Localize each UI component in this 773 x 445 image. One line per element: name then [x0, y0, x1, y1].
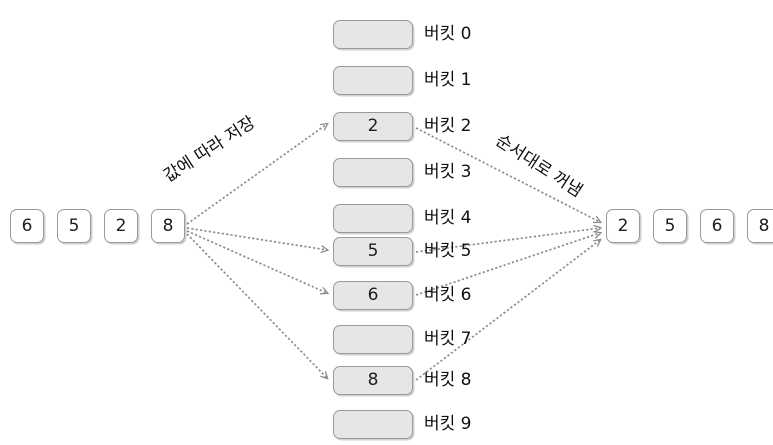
output-cell[interactable]: 2 [606, 209, 640, 243]
wire-input-to-bucket-5 [186, 227, 327, 250]
bucket-label-3: 버킷 3 [424, 162, 472, 182]
bucket-slot-8[interactable]: 8 [333, 366, 413, 395]
bucket-slot-7[interactable] [333, 325, 413, 354]
bucket-label-9: 버킷 9 [424, 414, 472, 434]
bucket-slot-2[interactable]: 2 [333, 112, 413, 141]
bucket-label-1: 버킷 1 [424, 70, 472, 90]
bucket-label-5: 버킷 5 [424, 241, 472, 261]
bucket-label-0: 버킷 0 [424, 24, 472, 44]
bucket-slot-4[interactable] [333, 204, 413, 233]
bucket-slot-9[interactable] [333, 410, 413, 439]
caption-emit-in-order: 순서대로 꺼냄 [491, 130, 586, 202]
input-cell[interactable]: 5 [57, 209, 91, 243]
bucket-slot-3[interactable] [333, 158, 413, 187]
bucket-label-6: 버킷 6 [424, 285, 472, 305]
output-cell[interactable]: 6 [700, 209, 734, 243]
bucket-label-7: 버킷 7 [424, 329, 472, 349]
caption-store-by-value: 값에 따라 저장 [160, 112, 259, 187]
input-cell[interactable]: 8 [151, 209, 185, 243]
bucket-slot-1[interactable] [333, 66, 413, 95]
wire-input-to-bucket-8 [186, 233, 327, 378]
bucket-slot-0[interactable] [333, 20, 413, 49]
output-cell[interactable]: 8 [747, 209, 773, 243]
output-cell[interactable]: 5 [653, 209, 687, 243]
bucket-label-2: 버킷 2 [424, 116, 472, 136]
bucket-slot-6[interactable]: 6 [333, 281, 413, 310]
bucket-label-8: 버킷 8 [424, 370, 472, 390]
bucket-slot-5[interactable]: 5 [333, 237, 413, 266]
input-cell[interactable]: 6 [10, 209, 44, 243]
input-cell[interactable]: 2 [104, 209, 138, 243]
bucket-label-4: 버킷 4 [424, 208, 472, 228]
wire-input-to-bucket-6 [186, 230, 327, 293]
